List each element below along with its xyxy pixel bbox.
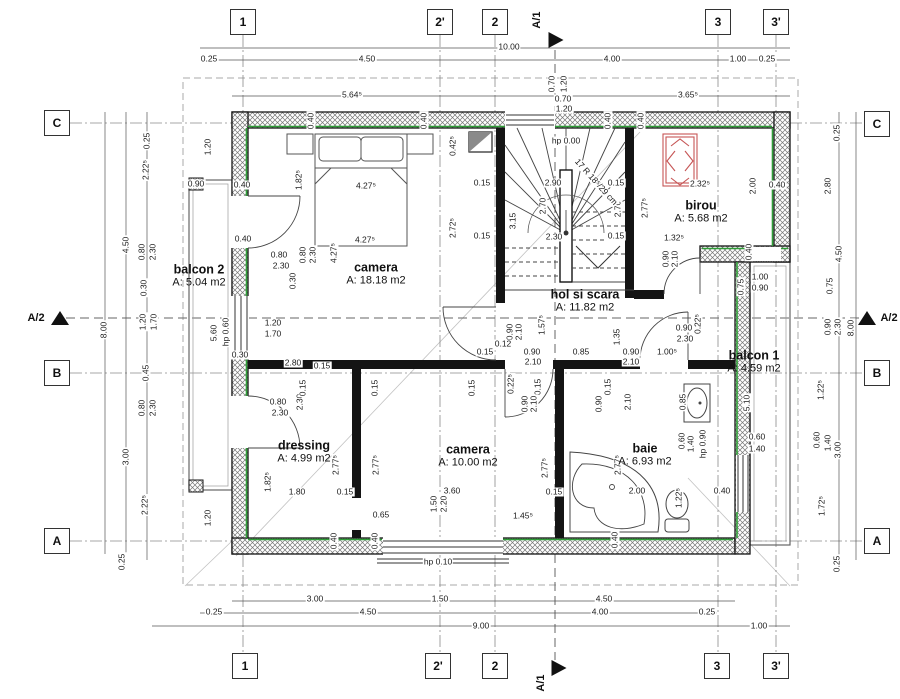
door-swings xyxy=(247,195,701,449)
chimney xyxy=(468,131,493,153)
section-lines xyxy=(66,50,860,660)
bed xyxy=(286,133,434,247)
window-openings xyxy=(231,111,781,564)
sink xyxy=(683,383,711,423)
roof-window-icon xyxy=(662,133,698,187)
bathtub xyxy=(569,451,660,533)
interior-walls xyxy=(248,128,735,538)
staircase xyxy=(504,127,634,291)
toilet xyxy=(664,489,690,533)
roof-outline xyxy=(182,77,799,586)
dimension-lines xyxy=(104,47,857,627)
